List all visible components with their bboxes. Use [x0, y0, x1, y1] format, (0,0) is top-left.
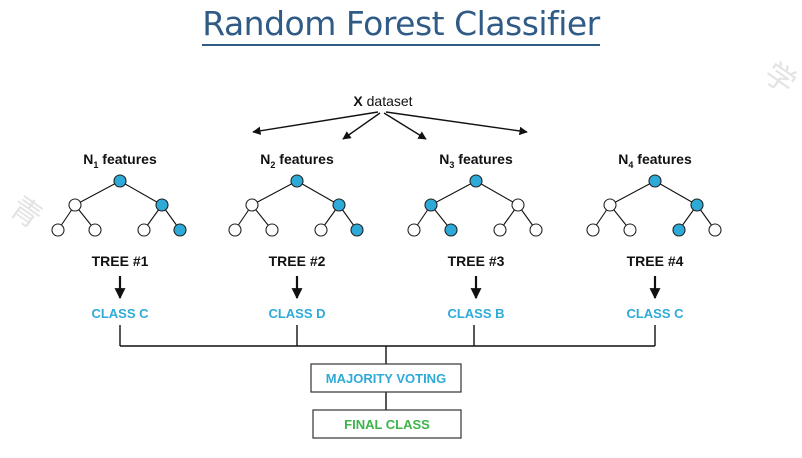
tree-node — [155, 198, 169, 212]
tree-2-class-label: CLASS D — [268, 306, 325, 321]
tree-4-features-label: N4 features — [618, 151, 692, 170]
features-suffix: features — [454, 151, 513, 167]
tree-node — [245, 198, 259, 212]
tree-node — [708, 223, 722, 237]
features-subscript: 3 — [449, 160, 454, 170]
tree-edge — [609, 180, 656, 206]
majority-voting-label: MAJORITY VOTING — [326, 371, 446, 386]
tree-node — [228, 223, 242, 237]
tree-edge — [430, 180, 477, 206]
features-prefix: N — [618, 151, 628, 167]
features-suffix: features — [633, 151, 692, 167]
dataset-arrow-3 — [383, 112, 427, 140]
tree-node — [314, 223, 328, 237]
page-title-text: Random Forest Classifier — [202, 4, 600, 46]
tree-node — [88, 223, 102, 237]
tree-4-class-label: CLASS C — [626, 306, 684, 321]
watermark-right: 学 — [757, 56, 802, 102]
dataset-label-bold: X — [353, 93, 363, 109]
dataset-arrows — [252, 111, 528, 140]
tree-node — [493, 223, 507, 237]
tree-edge — [296, 180, 340, 206]
tree-1-label: TREE #1 — [92, 253, 149, 269]
tree-node — [690, 198, 704, 212]
tree-1-class-label: CLASS C — [91, 306, 149, 321]
features-suffix: features — [98, 151, 157, 167]
dataset-label-rest: dataset — [363, 93, 413, 109]
features-subscript: 2 — [270, 160, 275, 170]
dataset-label: X dataset — [353, 93, 412, 109]
features-prefix: N — [260, 151, 270, 167]
tree-node — [332, 198, 346, 212]
tree-node — [137, 223, 151, 237]
tree-node — [68, 198, 82, 212]
watermark-left: 青 — [3, 190, 48, 236]
tree-2-label: TREE #2 — [269, 253, 326, 269]
tree-1-features-label: N1 features — [83, 151, 157, 170]
majority-voting-box — [310, 363, 462, 393]
dataset-arrow-4 — [385, 111, 528, 136]
features-suffix: features — [275, 151, 334, 167]
tree-node — [113, 174, 127, 188]
tree-edge — [654, 180, 698, 206]
tree-node — [623, 223, 637, 237]
tree-3-class-label: CLASS B — [447, 306, 504, 321]
dataset-arrow-1 — [252, 111, 379, 135]
features-subscript: 4 — [628, 160, 633, 170]
tree-node — [672, 223, 686, 237]
tree-node — [469, 174, 483, 188]
final-class-label: FINAL CLASS — [344, 417, 430, 432]
tree-edge — [475, 180, 519, 206]
tree-node — [529, 223, 543, 237]
tree-3-features-label: N3 features — [439, 151, 513, 170]
voting-connectors — [119, 325, 656, 410]
tree-node — [407, 223, 421, 237]
features-subscript: 1 — [93, 160, 98, 170]
tree-node — [511, 198, 525, 212]
tree-node — [444, 223, 458, 237]
tree-2-features-label: N2 features — [260, 151, 334, 170]
features-prefix: N — [439, 151, 449, 167]
page-title: Random Forest Classifier — [0, 4, 802, 46]
tree-node — [350, 223, 364, 237]
dataset-arrow-2 — [342, 112, 381, 140]
tree-node — [586, 223, 600, 237]
tree-node — [173, 223, 187, 237]
tree-node — [51, 223, 65, 237]
tree-4-label: TREE #4 — [627, 253, 684, 269]
tree-node — [265, 223, 279, 237]
tree-edge — [251, 180, 298, 206]
features-prefix: N — [83, 151, 93, 167]
tree-node — [424, 198, 438, 212]
final-class-box — [312, 409, 462, 439]
tree-edge — [119, 180, 163, 206]
tree-node — [603, 198, 617, 212]
tree-node — [648, 174, 662, 188]
tree-node — [290, 174, 304, 188]
tree-edge — [74, 180, 121, 206]
tree-3-label: TREE #3 — [448, 253, 505, 269]
